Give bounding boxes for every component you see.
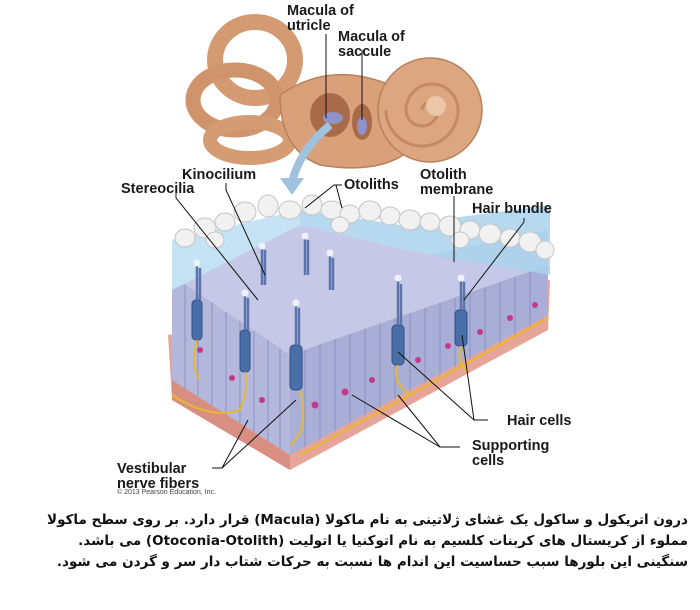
label-macula-of-utricle: Macula of utricle xyxy=(287,4,354,34)
caption-text: درون اتریکول و ساکول یک غشای ژلاتینی به … xyxy=(14,510,688,573)
label-line: Macula of xyxy=(287,3,354,19)
copyright-notice: © 2013 Pearson Education, Inc. xyxy=(117,489,216,496)
caption-line: درون اتریکول و ساکول یک غشای ژلاتینی به … xyxy=(47,512,688,528)
label-supporting-cells: Supporting cells xyxy=(472,439,549,469)
label-vestibular-nerve-fibers: Vestibular nerve fibers xyxy=(117,462,199,492)
label-line: saccule xyxy=(338,44,392,60)
caption-line: مملوء از کریستال های کربنات کلسیم به نام… xyxy=(78,533,688,549)
label-line: Otolith xyxy=(420,167,467,183)
label-otoliths: Otoliths xyxy=(344,177,399,193)
label-line: Macula of xyxy=(338,29,405,45)
label-line: Supporting xyxy=(472,438,550,454)
label-line: Vestibular xyxy=(117,461,187,477)
label-stereocilia: Stereocilia xyxy=(121,181,195,197)
label-line: nerve fibers xyxy=(117,476,200,492)
caption-line: سنگینی این بلورها سبب حساسیت این اندام ه… xyxy=(56,554,688,570)
label-macula-of-saccule: Macula of saccule xyxy=(338,30,405,60)
label-line: cells xyxy=(472,453,505,469)
label-otolith-membrane: Otolith membrane xyxy=(420,168,493,198)
label-line: membrane xyxy=(420,182,494,198)
label-kinocilium: Kinocilium xyxy=(182,167,257,183)
label-hair-cells: Hair cells xyxy=(507,413,572,429)
label-line: utricle xyxy=(287,18,331,34)
label-hair-bundle: Hair bundle xyxy=(472,201,552,217)
inner-ear-illustration xyxy=(168,14,555,470)
leader-lines xyxy=(175,34,525,469)
macula-block xyxy=(168,194,555,470)
